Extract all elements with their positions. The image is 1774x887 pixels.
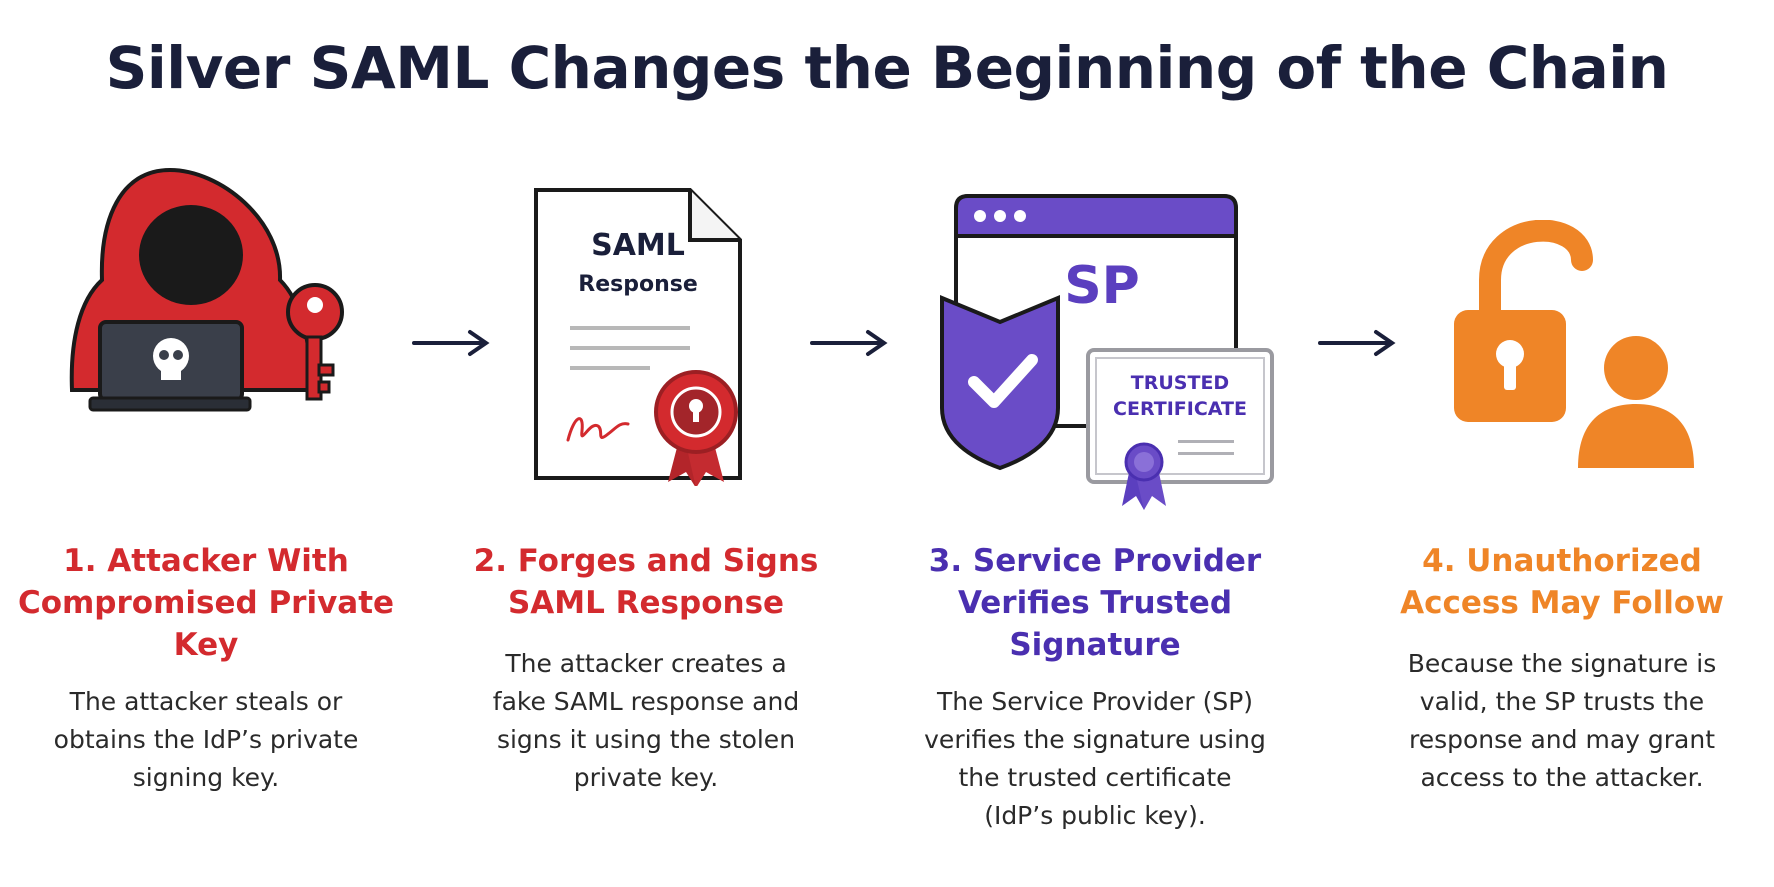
- shield-check-icon: [940, 295, 1060, 471]
- flow-arrow-2: [810, 328, 890, 362]
- step-2-title: 2. Forges and Signs SAML Response: [473, 543, 819, 621]
- unlocked-padlock-icon: [1454, 219, 1593, 422]
- key-icon: [286, 283, 344, 401]
- step-2-illustration: SAML Response: [530, 186, 760, 486]
- step-4-description: Because the signature is valid, the SP t…: [1407, 649, 1717, 792]
- step-4-title: 4. Unauthorized Access May Follow: [1400, 543, 1724, 621]
- signature-icon: [566, 417, 630, 442]
- diagram-title: Silver SAML Changes the Beginning of the…: [105, 34, 1669, 102]
- certificate-label-line2: CERTIFICATE: [1113, 398, 1247, 420]
- certificate-label-line1: TRUSTED: [1130, 372, 1230, 394]
- step-2-description: The attacker creates a fake SAML respons…: [492, 649, 800, 792]
- step-4-illustration: [1450, 219, 1700, 470]
- certificate-icon: [1086, 348, 1274, 510]
- step-1-title: 1. Attacker With Compromised Private Key: [17, 543, 395, 663]
- step-3-illustration: SP TRUSTED CERTIFICATE: [932, 192, 1282, 512]
- step-3-title: 3. Service Provider Verifies Trusted Sig…: [928, 543, 1262, 663]
- step-3-description: The Service Provider (SP) verifies the s…: [924, 687, 1266, 830]
- seal-icon: [654, 370, 738, 486]
- flow-arrow-1: [412, 328, 492, 362]
- step-1-illustration: [60, 160, 360, 420]
- user-icon: [1578, 336, 1694, 468]
- document-heading: SAML: [591, 228, 685, 263]
- document-subheading: Response: [578, 272, 698, 297]
- flow-arrow-3: [1318, 328, 1398, 362]
- skull-icon: [153, 338, 189, 380]
- step-1-description: The attacker steals or obtains the IdP’s…: [53, 687, 359, 792]
- window-label: SP: [1064, 256, 1140, 316]
